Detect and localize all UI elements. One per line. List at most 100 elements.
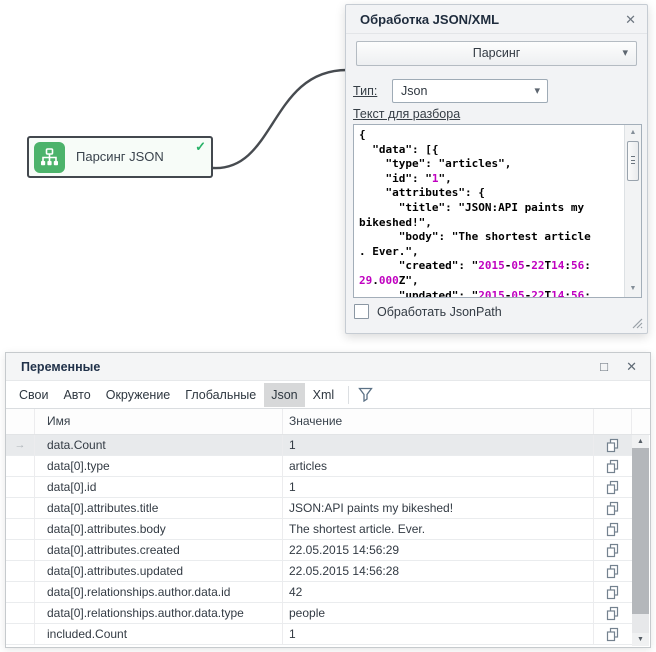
thumb-grip-icon: [631, 156, 635, 164]
copy-button[interactable]: [594, 498, 632, 518]
scrollbar-thumb[interactable]: [632, 448, 649, 614]
variable-value: articles: [283, 456, 594, 476]
gutter-header-cell: [6, 409, 35, 434]
scroll-up-icon[interactable]: ▲: [629, 129, 637, 136]
column-header-value[interactable]: Значение: [283, 409, 594, 434]
tab-свои[interactable]: Свои: [19, 387, 49, 402]
copy-button[interactable]: [594, 519, 632, 539]
variable-value: JSON:API paints my bikeshed!: [283, 498, 594, 518]
tab-divider: [348, 385, 350, 404]
copy-button[interactable]: [594, 456, 632, 476]
node-connector-curve: [212, 68, 348, 170]
variable-name: data[0].attributes.created: [35, 540, 283, 560]
tab-глобальные[interactable]: Глобальные: [185, 387, 257, 402]
variable-name: data[0].attributes.body: [35, 519, 283, 539]
node-label: Парсинг JSON: [76, 149, 164, 164]
variable-value: 1: [283, 435, 594, 455]
copy-button[interactable]: [594, 624, 632, 644]
variables-panel: Переменные □ ✕ Свои Авто Окружение Глобальн…: [5, 352, 651, 648]
type-dropdown[interactable]: Json ▾: [392, 79, 548, 103]
variables-panel-header: Переменные □ ✕: [6, 353, 650, 381]
copy-button[interactable]: [594, 540, 632, 560]
row-indicator: [6, 519, 35, 539]
type-dropdown-value: Json: [401, 84, 428, 98]
tab-xml[interactable]: Xml: [312, 387, 335, 402]
scroll-header-cell: [632, 409, 650, 434]
copy-button[interactable]: [594, 603, 632, 623]
row-indicator: [6, 603, 35, 623]
scroll-down-icon[interactable]: ▼: [632, 633, 649, 646]
variable-name: data[0].type: [35, 456, 283, 476]
workflow-node-parsing-json[interactable]: Парсинг JSON ✓: [27, 136, 213, 178]
tab-окружение[interactable]: Окружение: [105, 387, 171, 402]
variable-name: data[0].attributes.title: [35, 498, 283, 518]
variable-value: 22.05.2015 14:56:28: [283, 561, 594, 581]
maximize-icon[interactable]: □: [600, 359, 608, 374]
row-indicator: [6, 624, 35, 644]
filter-icon[interactable]: [356, 385, 375, 404]
variable-name: data[0].attributes.updated: [35, 561, 283, 581]
close-icon[interactable]: ✕: [626, 359, 637, 374]
success-check-icon: ✓: [195, 139, 206, 154]
variable-name: included.Count: [35, 624, 283, 644]
jsonpath-checkbox-label: Обработать JsonPath: [377, 305, 502, 319]
row-indicator: [6, 477, 35, 497]
json-code: { "data": [{ "type": "articles", "id": "…: [359, 128, 591, 297]
chevron-down-icon: ▾: [622, 47, 628, 59]
scroll-down-icon[interactable]: ▼: [629, 285, 637, 292]
action-dropdown-value: Парсинг: [472, 46, 521, 60]
variable-value: 22.05.2015 14:56:29: [283, 540, 594, 560]
variable-name: data[0].relationships.author.data.id: [35, 582, 283, 602]
action-dropdown[interactable]: Парсинг ▾: [356, 41, 637, 66]
json-panel-header: Обработка JSON/XML ✕: [346, 5, 647, 34]
row-indicator: [6, 456, 35, 476]
copy-button[interactable]: [594, 561, 632, 581]
copy-header-cell: [594, 409, 632, 434]
resize-grip-icon[interactable]: [632, 318, 643, 329]
textarea-scrollbar[interactable]: ▲ ▼: [624, 125, 641, 297]
tab-json[interactable]: Json: [264, 382, 305, 407]
row-indicator: →: [6, 435, 35, 455]
row-indicator: [6, 498, 35, 518]
table-header: Имя Значение: [6, 409, 650, 435]
tab-авто[interactable]: Авто: [63, 387, 91, 402]
table-scrollbar[interactable]: ▲ ▼: [632, 435, 649, 646]
variable-name: data[0].relationships.author.data.type: [35, 603, 283, 623]
json-text-area[interactable]: { "data": [{ "type": "articles", "id": "…: [353, 124, 642, 298]
variable-value: 1: [283, 477, 594, 497]
column-header-name[interactable]: Имя: [35, 409, 283, 434]
copy-button[interactable]: [594, 477, 632, 497]
row-indicator: [6, 561, 35, 581]
row-indicator: [6, 540, 35, 560]
type-label: Тип:: [353, 84, 378, 98]
json-panel-title: Обработка JSON/XML: [360, 12, 500, 27]
sitemap-icon: [34, 142, 65, 173]
copy-button[interactable]: [594, 582, 632, 602]
json-processing-panel: Обработка JSON/XML ✕ Парсинг ▾ Тип: Json…: [345, 4, 648, 334]
tabs-container: Свои Авто Окружение Глобальные Json Xml: [6, 381, 650, 409]
scroll-up-icon[interactable]: ▲: [632, 435, 649, 448]
variable-value: 42: [283, 582, 594, 602]
scrollbar-thumb[interactable]: [627, 141, 639, 181]
variable-value: The shortest article. Ever.: [283, 519, 594, 539]
jsonpath-checkbox[interactable]: [354, 304, 369, 319]
close-icon[interactable]: ✕: [625, 12, 636, 27]
chevron-down-icon: ▾: [534, 85, 540, 97]
copy-button[interactable]: [594, 435, 632, 455]
variable-name: data[0].id: [35, 477, 283, 497]
parse-text-label: Текст для разбора: [353, 107, 461, 121]
variable-name: data.Count: [35, 435, 283, 455]
type-row: Тип: Json ▾: [353, 79, 548, 103]
